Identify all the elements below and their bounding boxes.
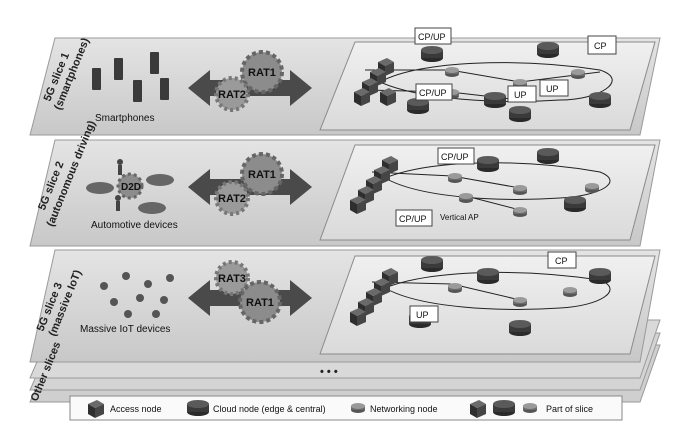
cloud-node-icon: [477, 268, 499, 284]
smartphone-icons: [92, 52, 169, 102]
cloud-node-icon: [187, 400, 209, 416]
cloud-node-icon: [484, 92, 506, 108]
automotive-icons: [86, 159, 174, 214]
slice-1-nf-3: UP: [514, 90, 527, 100]
cloud-node-icon: [589, 268, 611, 284]
networking-node-icon: [448, 173, 462, 183]
slice-2-rat-top: RAT1: [248, 169, 276, 181]
slice-1-nf-4: UP: [546, 84, 559, 94]
networking-node-icon: [445, 67, 459, 77]
automotive-label: Automotive devices: [91, 220, 178, 231]
cloud-node-icon: [421, 46, 443, 62]
slice-3-rat-top: RAT3: [218, 273, 246, 285]
cloud-node-icon: [564, 196, 586, 212]
networking-node-icon: [513, 185, 527, 195]
slice-1-nf-5: CP: [594, 41, 607, 51]
networking-node-icon: [459, 193, 473, 203]
smartphones-label: Smartphones: [95, 113, 154, 124]
slice-2-rat-bottom: RAT2: [218, 193, 246, 205]
cloud-node-icon: [509, 320, 531, 336]
legend: Access node Cloud node (edge & central) …: [69, 395, 623, 421]
cloud-node-icon: [537, 148, 559, 164]
cloud-node-icon: [493, 400, 515, 416]
iot-device-icons: [100, 272, 174, 318]
rat-gear-icon: [214, 260, 282, 324]
slice-2-nf-boxes: CP/UP CP/UP Vertical AP: [395, 147, 479, 227]
networking-node-icon: [513, 207, 527, 217]
networking-node-icon: [585, 183, 599, 193]
rat-gear-icon: [214, 152, 284, 216]
legend-networking-node: Networking node: [370, 404, 438, 414]
ellipsis: • • •: [320, 366, 338, 378]
networking-node-icon: [513, 297, 527, 307]
slice-3-rat-bottom: RAT1: [246, 297, 274, 309]
slice-1-rat-bottom: RAT2: [218, 89, 246, 101]
slice-3-nf-boxes: CP UP: [409, 251, 577, 323]
iot-devices-label: Massive IoT devices: [80, 324, 170, 335]
slice-2-plane: [29, 139, 661, 247]
networking-node-icon: [448, 283, 462, 293]
slice-3-nf-2: UP: [416, 310, 429, 320]
cloud-node-icon: [509, 106, 531, 122]
legend-cloud-node: Cloud node (edge & central): [213, 404, 326, 414]
cloud-node-icon: [537, 42, 559, 58]
slice-1-rat-top: RAT1: [248, 67, 276, 79]
networking-node-icon: [571, 69, 585, 79]
legend-part-of-slice: Part of slice: [546, 404, 593, 414]
slice-3-nf-1: CP: [555, 256, 568, 266]
d2d-label: D2D: [121, 182, 141, 193]
cloud-node-icon: [589, 92, 611, 108]
slice-1-nf-2: CP/UP: [419, 88, 447, 98]
cloud-node-icon: [477, 156, 499, 172]
networking-node-icon: [563, 287, 577, 297]
slice-2-nf-1: CP/UP: [441, 152, 469, 162]
rat-gear-icon: [214, 50, 284, 112]
slice-2-nf-2: CP/UP: [399, 214, 427, 224]
cloud-node-icon: [421, 256, 443, 272]
slice-1-nf-1: CP/UP: [418, 32, 446, 42]
vertical-ap-label: Vertical AP: [440, 213, 479, 222]
slice-3-network: [350, 256, 611, 336]
networking-node-icon: [351, 403, 365, 413]
networking-node-icon: [523, 403, 537, 413]
legend-access-node: Access node: [110, 404, 162, 414]
slice-1-network: [354, 42, 613, 122]
slice-1-nf-boxes: CP/UP CP/UP UP UP CP: [414, 27, 617, 103]
